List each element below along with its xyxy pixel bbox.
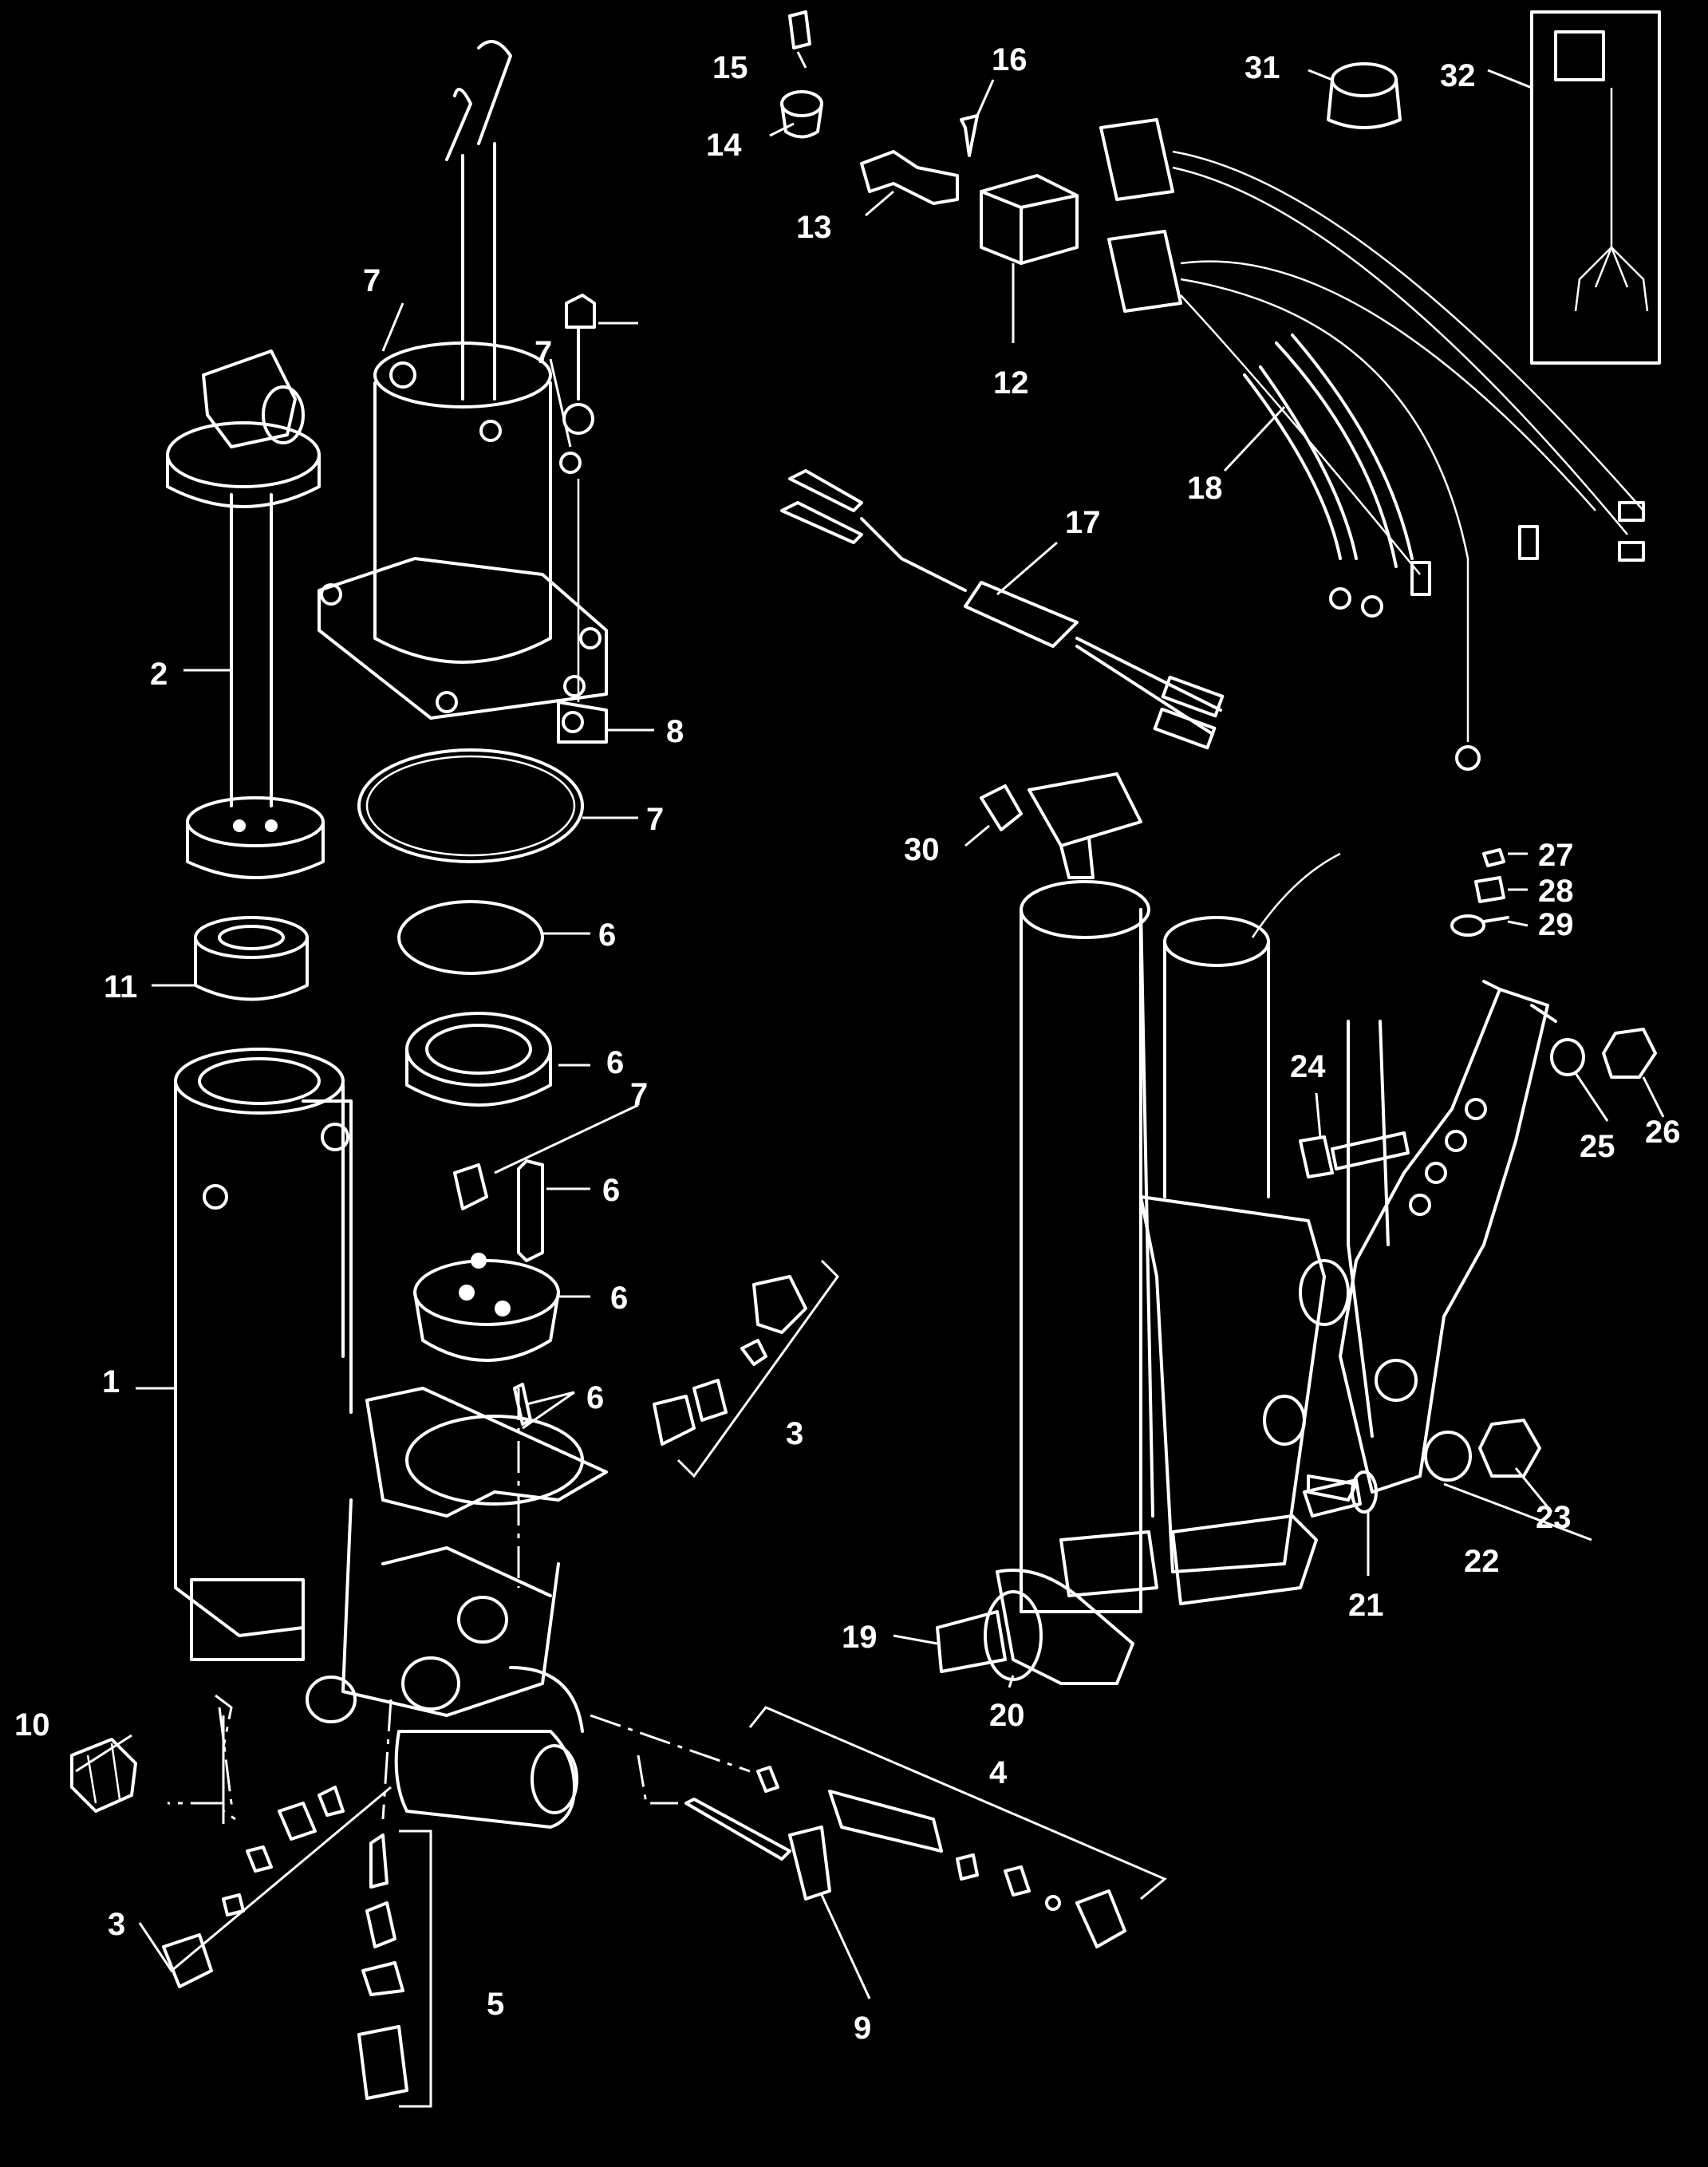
callout-32: 32 — [1440, 58, 1476, 93]
callout-28: 28 — [1538, 874, 1574, 909]
part-oring-large-inner — [365, 755, 576, 857]
part-plug — [70, 1738, 137, 1813]
part-washer-25 — [1550, 1038, 1585, 1076]
part-nut-23 — [1478, 1419, 1541, 1478]
part-ram-rod — [166, 349, 325, 879]
callout-27: 27 — [1538, 838, 1574, 873]
part-valve-set-upper — [653, 1259, 839, 1478]
callout-22: 22 — [1464, 1544, 1500, 1579]
part-relay-12 — [980, 174, 1079, 265]
callout-6-filter: 6 — [606, 1045, 624, 1080]
callout-4: 4 — [989, 1755, 1008, 1790]
part-small-screw-15 — [788, 10, 811, 49]
callout-23: 23 — [1536, 1500, 1572, 1535]
part-screw-16 — [960, 114, 979, 157]
callout-10: 10 — [14, 1707, 50, 1743]
assembly-line-2 — [381, 1699, 392, 1820]
callout-6-pin: 6 — [586, 1380, 604, 1415]
part-transom-bracket — [1339, 980, 1557, 1494]
part-pump-assembly — [936, 852, 1358, 1685]
assembly-line-3 — [590, 1714, 751, 1773]
part-housing — [174, 1048, 608, 1829]
callout-25: 25 — [1580, 1129, 1615, 1164]
callout-12: 12 — [993, 365, 1029, 401]
callout-7-check: 7 — [630, 1077, 648, 1112]
part-leads-17 — [780, 469, 1225, 750]
assembly-line-5 — [222, 1715, 236, 1821]
part-bolt-strap — [557, 294, 608, 744]
callout-30: 30 — [904, 832, 940, 867]
part-hardware-27-29 — [1450, 848, 1509, 937]
callout-2: 2 — [150, 657, 168, 692]
part-nut-26 — [1602, 1028, 1657, 1079]
callout-6-oring: 6 — [598, 918, 616, 953]
callout-13: 13 — [796, 210, 832, 245]
callout-3-lower: 3 — [108, 1907, 125, 1942]
callout-7-oring: 7 — [646, 802, 664, 837]
part-switch-32 — [1530, 10, 1661, 365]
part-filter — [405, 1012, 552, 1107]
callout-31: 31 — [1245, 50, 1280, 85]
part-release-screw — [684, 1798, 831, 1901]
part-grommet-14 — [780, 90, 823, 139]
callout-14: 14 — [706, 128, 742, 163]
part-pin — [513, 1383, 532, 1426]
callout-6-screw: 6 — [602, 1173, 620, 1208]
part-fitting-30 — [980, 772, 1142, 879]
part-oring-medium — [397, 900, 544, 975]
part-stud-21 — [1303, 1470, 1378, 1518]
callout-1: 1 — [102, 1364, 120, 1399]
callout-15: 15 — [712, 50, 748, 85]
part-seal — [194, 916, 309, 1001]
part-valve-stack — [357, 1830, 432, 2108]
callout-6-pump: 6 — [610, 1281, 628, 1316]
assembly-line-4 — [637, 1755, 678, 1805]
callout-3-upper: 3 — [786, 1416, 803, 1451]
callout-7-washer: 7 — [534, 335, 552, 370]
callout-17: 17 — [1065, 505, 1101, 540]
part-motor — [318, 40, 608, 720]
assembly-line-1 — [215, 1694, 233, 1827]
callout-20: 20 — [989, 1698, 1025, 1733]
callout-11: 11 — [104, 969, 137, 1005]
callout-9: 9 — [854, 2011, 871, 2046]
part-oring-large — [357, 748, 584, 863]
callout-19: 19 — [842, 1620, 878, 1655]
callout-21: 21 — [1348, 1588, 1384, 1623]
part-boot-31 — [1327, 62, 1402, 129]
callout-8: 8 — [666, 714, 684, 749]
part-bolt-24 — [1299, 1131, 1410, 1178]
callout-16: 16 — [992, 42, 1028, 77]
part-manual-valve-set — [748, 1706, 1167, 1948]
part-harness-18 — [1099, 118, 1645, 771]
part-pump-body — [413, 1253, 560, 1362]
callout-7-motor: 7 — [363, 263, 381, 298]
part-washer-22 — [1424, 1431, 1472, 1482]
part-clip-13 — [860, 150, 959, 205]
assembly-line-6 — [168, 1707, 233, 1805]
callout-18: 18 — [1187, 471, 1223, 506]
part-check-valve — [453, 1159, 544, 1262]
callout-26: 26 — [1645, 1115, 1681, 1150]
callout-29: 29 — [1538, 907, 1574, 942]
part-valve-set-lower — [138, 1786, 392, 1988]
callout-24: 24 — [1290, 1049, 1326, 1084]
callout-5: 5 — [487, 1987, 504, 2022]
